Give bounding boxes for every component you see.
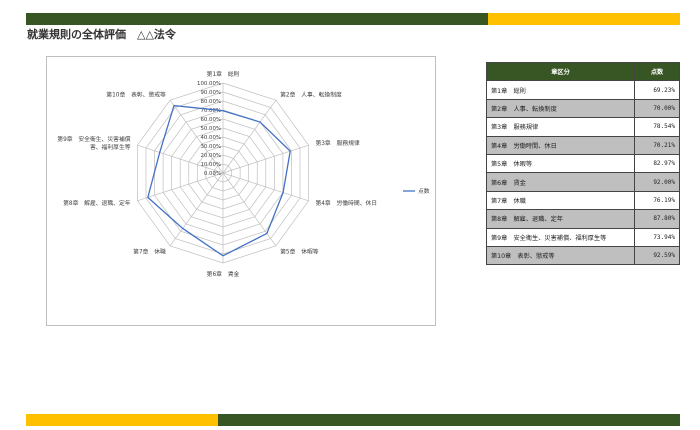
- footer-bar-yellow: [26, 414, 218, 426]
- chapter-name-cell: 第3章 服務規律: [486, 117, 635, 137]
- header-score: 点数: [634, 61, 680, 82]
- category-label: 第7章 休職: [133, 248, 166, 256]
- tick-label: 10.00%: [200, 162, 221, 168]
- score-cell: 87.80%: [634, 209, 680, 229]
- score-cell: 92.00%: [634, 172, 680, 192]
- tick-label: 60.00%: [200, 117, 221, 123]
- grid-spoke: [169, 172, 224, 247]
- category-label: 害、福利厚生等: [90, 143, 131, 151]
- grid-spoke: [137, 144, 224, 174]
- chapter-name-cell: 第9章 安全衛生、災害補償、福利厚生等: [486, 227, 635, 247]
- category-label: 第2章 人事、転換制度: [280, 90, 342, 98]
- score-cell: 70.21%: [634, 135, 680, 155]
- tick-label: 50.00%: [200, 126, 221, 132]
- grid-spoke: [222, 172, 309, 202]
- grid-spoke: [222, 99, 277, 174]
- tick-label: 100.00%: [197, 81, 221, 87]
- chapter-name-cell: 第1章 総則: [486, 80, 635, 100]
- score-cell: 78.54%: [634, 117, 680, 137]
- tick-label: 80.00%: [200, 99, 221, 105]
- score-cell: 69.23%: [634, 80, 680, 100]
- footer-bar-green: [218, 414, 680, 426]
- tick-label: 30.00%: [200, 144, 221, 150]
- grid-spoke: [169, 99, 224, 174]
- chapter-name-cell: 第4章 労働時間、休日: [486, 135, 635, 155]
- score-cell: 92.59%: [634, 245, 680, 266]
- tick-label: 40.00%: [200, 135, 221, 141]
- category-label: 第4章 労働時間、休日: [315, 199, 377, 207]
- radar-chart: 0.00% 10.00% 20.00% 30.00% 40.00% 50.00% 60.00…: [57, 70, 430, 278]
- header-bar-green: [26, 13, 488, 25]
- score-cell: 76.19%: [634, 190, 680, 211]
- score-cell: 73.94%: [634, 227, 680, 247]
- series-line: [147, 104, 291, 257]
- chapter-name-cell: 第7章 休職: [486, 190, 635, 211]
- category-label: 第8章 解雇、退職、定年: [63, 199, 131, 207]
- radar-chart-area[interactable]: 0.00% 10.00% 20.00% 30.00% 40.00% 50.00% 60.00…: [46, 56, 436, 326]
- category-label: 第1章 総則: [207, 70, 240, 78]
- chapter-name-cell: 第10章 表彰、懲戒等: [486, 245, 635, 266]
- tick-label: 70.00%: [200, 108, 221, 114]
- score-cell: 82.97%: [634, 153, 680, 174]
- chapter-name-cell: 第6章 賃金: [486, 172, 635, 192]
- header-bar-yellow: [488, 13, 680, 25]
- score-cell: 70.00%: [634, 98, 680, 119]
- category-label: 第9章 安全衛生、災害補償: [57, 135, 130, 143]
- grid-spoke: [222, 172, 277, 247]
- tick-label: 0.00%: [204, 171, 221, 177]
- chapter-name-cell: 第5章 休暇等: [486, 153, 635, 174]
- tick-label: 20.00%: [200, 153, 221, 159]
- tick-label: 90.00%: [200, 90, 221, 96]
- page-title: 就業規則の全体評価 △△法令: [27, 28, 176, 41]
- table-header-row: 章区分 点数: [486, 61, 680, 82]
- chapter-name-cell: 第8章 解雇、退職、定年: [486, 209, 635, 229]
- header-chapter: 章区分: [486, 61, 635, 82]
- category-label: 第3章 服務規律: [315, 139, 359, 147]
- category-label: 第5章 休暇等: [280, 248, 319, 256]
- category-label: 第6章 賃金: [207, 270, 240, 278]
- grid-spoke: [137, 172, 224, 202]
- chapter-name-cell: 第2章 人事、転換制度: [486, 98, 635, 119]
- legend-label: 点数: [418, 187, 430, 195]
- grid-spoke: [222, 144, 309, 174]
- category-label: 第10章 表彰、懲戒等: [106, 90, 166, 98]
